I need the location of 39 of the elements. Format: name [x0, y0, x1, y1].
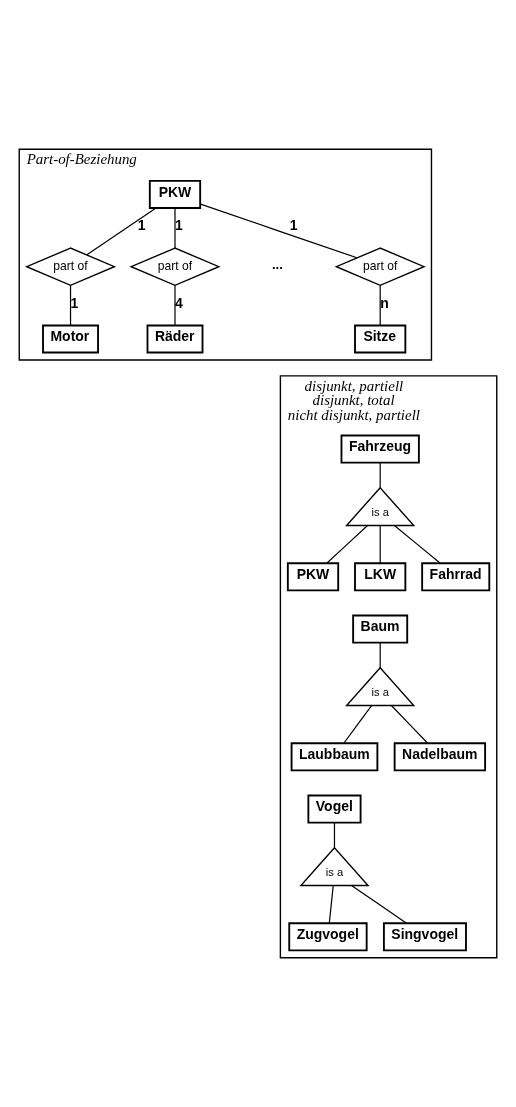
connector	[390, 704, 429, 744]
node-box: Vogel	[307, 794, 362, 824]
node-box: PKW	[286, 562, 340, 592]
node-box: LKW	[354, 562, 407, 592]
label: ...	[271, 257, 283, 273]
node-box: Nadelbaum	[393, 742, 487, 772]
connector	[333, 822, 336, 849]
connector	[326, 524, 369, 564]
connector	[379, 462, 381, 489]
node-diamond: part of	[129, 247, 221, 287]
node-box: Sitze	[354, 324, 407, 354]
edge-label: 1	[137, 217, 146, 234]
node-box: Laubbaum	[290, 742, 379, 772]
connector	[174, 284, 176, 326]
connector	[69, 284, 72, 326]
node-box: Fahrzeug	[340, 434, 420, 464]
connector	[174, 207, 176, 249]
connector	[350, 884, 408, 924]
connector	[379, 284, 381, 326]
edge-label: 1	[174, 217, 183, 234]
connector	[199, 203, 358, 259]
node-diamond: part of	[24, 247, 117, 287]
connector	[328, 884, 334, 924]
node-diamond: part of	[334, 247, 426, 287]
connector	[379, 524, 381, 564]
node-box: Motor	[42, 324, 99, 354]
edge-label: n	[380, 294, 389, 311]
edge-label: 1	[289, 217, 298, 234]
connector	[379, 642, 381, 669]
connector	[393, 524, 441, 564]
node-box: Fahrrad	[421, 562, 491, 592]
connector	[343, 704, 373, 744]
connector	[86, 207, 157, 256]
node-box: Baum	[352, 614, 409, 644]
edge-label: 1	[70, 294, 79, 311]
node-box: Zugvogel	[288, 922, 368, 952]
node-box: Räder	[146, 324, 204, 354]
node-box: PKW	[148, 179, 202, 209]
node-box: Singvogel	[382, 922, 467, 952]
